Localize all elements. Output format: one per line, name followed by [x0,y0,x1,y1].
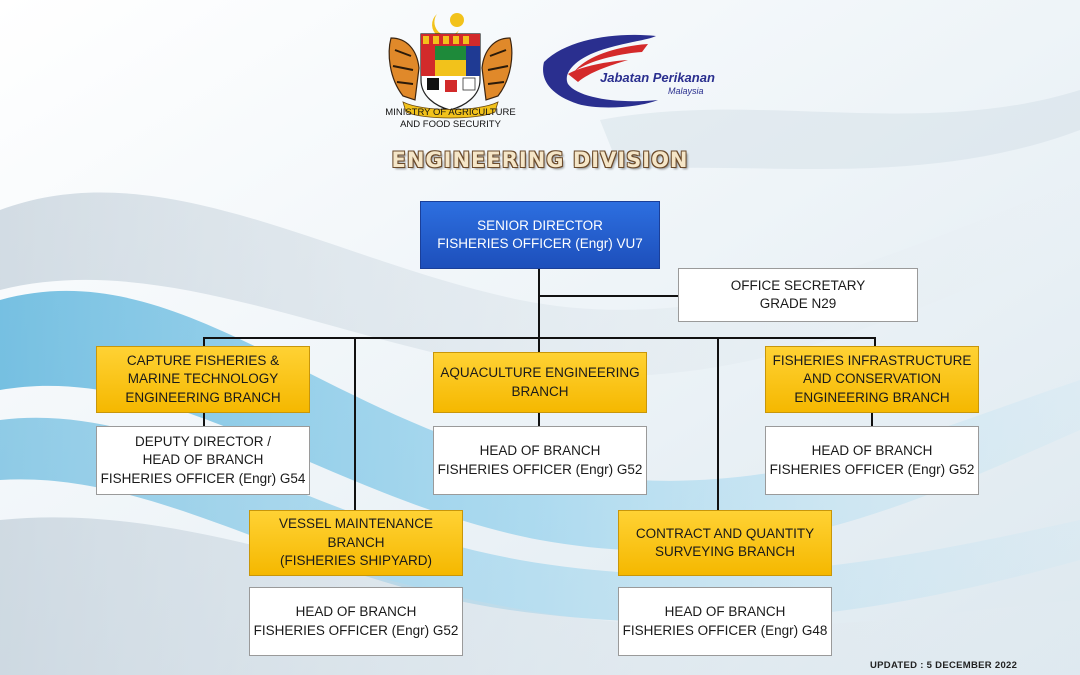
head-line: FISHERIES OFFICER (Engr) G52 [769,461,975,477]
connector-head-2 [538,413,540,426]
branch-label-line: SURVEYING BRANCH [654,544,796,559]
branch-label-line: FISHERIES INFRASTRUCTURE [772,352,972,368]
branch-label-line: AQUACULTURE ENGINEERING [440,365,640,380]
head-line: FISHERIES OFFICER (Engr) G52 [437,461,643,477]
head-line: HEAD OF BRANCH [664,604,786,619]
branch-label-line: CONTRACT AND QUANTITY [635,525,815,541]
logo-subtext: Malaysia [668,86,704,96]
head-vessel-maintenance: HEAD OF BRANCH FISHERIES OFFICER (Engr) … [249,587,463,656]
branch-label-line: (FISHERIES SHIPYARD) [279,553,433,569]
branch-label-line: VESSEL MAINTENANCE [278,516,434,532]
senior-director-box: SENIOR DIRECTOR FISHERIES OFFICER (Engr)… [420,201,660,269]
connector-secretary [538,295,679,297]
branch-label-line: BRANCH [327,534,385,550]
branch-vessel-maintenance: VESSEL MAINTENANCE BRANCH (FISHERIES SHI… [249,510,463,576]
logo-wordmark: Jabatan Perikanan [600,70,715,85]
ministry-crest-logo [388,13,513,119]
secretary-grade: GRADE N29 [759,296,837,311]
branch-label-line: MARINE TECHNOLOGY [127,371,279,387]
secretary-title: OFFICE SECRETARY [730,277,866,293]
branch-label-line: AND CONSERVATION [802,371,942,387]
ministry-line-2: AND FOOD SECURITY [400,119,501,130]
branch-label-line: BRANCH [511,383,569,399]
updated-date: UPDATED : 5 DECEMBER 2022 [870,660,1018,671]
head-line: HEAD OF BRANCH [479,443,601,458]
head-line: FISHERIES OFFICER (Engr) G48 [622,622,828,638]
connector-branch-4 [354,337,356,511]
director-title: SENIOR DIRECTOR [477,217,603,233]
branch-label-line: ENGINEERING BRANCH [794,389,950,405]
connector-branch-5 [717,337,719,511]
branch-label-line: CAPTURE FISHERIES & [126,352,280,368]
head-line: HEAD OF BRANCH [295,604,417,619]
branch-aquaculture: AQUACULTURE ENGINEERING BRANCH [433,352,647,413]
head-line: FISHERIES OFFICER (Engr) G54 [100,470,306,486]
connector-branch-1 [203,337,205,347]
connector-head-1 [203,413,205,426]
head-line: FISHERIES OFFICER (Engr) G52 [253,622,459,638]
head-line: HEAD OF BRANCH [142,452,264,468]
head-line: HEAD OF BRANCH [811,443,933,458]
branch-infrastructure: FISHERIES INFRASTRUCTURE AND CONSERVATIO… [765,346,979,413]
branch-contract-quantity: CONTRACT AND QUANTITY SURVEYING BRANCH [618,510,832,576]
jabatan-perikanan-logo: Jabatan Perikanan Malaysia [543,34,715,108]
head-contract-quantity: HEAD OF BRANCH FISHERIES OFFICER (Engr) … [618,587,832,656]
office-secretary-box: OFFICE SECRETARY GRADE N29 [678,268,918,322]
connector-branch-2 [538,337,540,353]
branch-capture-fisheries: CAPTURE FISHERIES & MARINE TECHNOLOGY EN… [96,346,310,413]
division-title: ENGINEERING DIVISION [391,148,689,172]
ministry-name: MINISTRY OF AGRICULTURE AND FOOD SECURIT… [368,107,533,131]
head-aquaculture: HEAD OF BRANCH FISHERIES OFFICER (Engr) … [433,426,647,495]
head-capture-fisheries: DEPUTY DIRECTOR / HEAD OF BRANCH FISHERI… [96,426,310,495]
connector-branch-3 [874,337,876,347]
head-infrastructure: HEAD OF BRANCH FISHERIES OFFICER (Engr) … [765,426,979,495]
connector-director-down [538,269,540,339]
connector-head-3 [871,413,873,426]
ministry-line-1: MINISTRY OF AGRICULTURE [385,107,516,118]
head-line: DEPUTY DIRECTOR / [134,433,272,449]
branch-label-line: ENGINEERING BRANCH [125,389,281,405]
director-grade: FISHERIES OFFICER (Engr) VU7 [437,236,643,251]
